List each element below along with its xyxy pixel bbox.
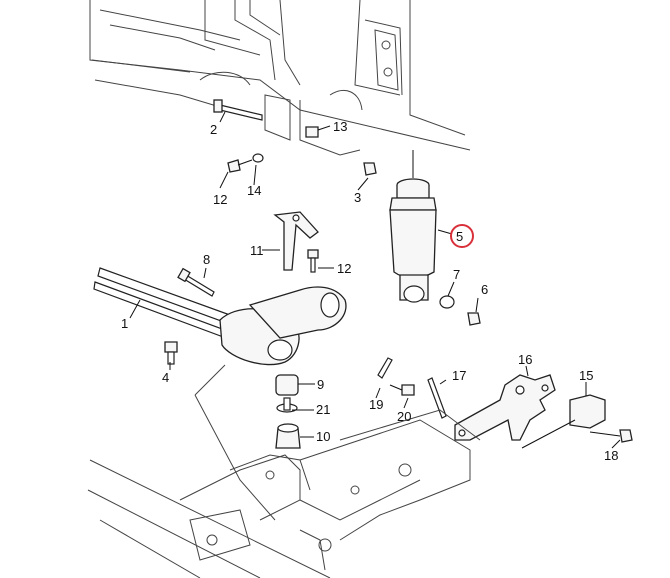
callout-2: 2 xyxy=(210,122,217,137)
callout-9: 9 xyxy=(317,377,324,392)
bracket-part-11 xyxy=(273,211,319,271)
axle-assembly xyxy=(93,267,347,366)
callout-3: 3 xyxy=(354,190,361,205)
bumpstop-stack xyxy=(275,374,301,449)
leader-lines xyxy=(129,111,621,449)
callout-5-highlight-ring xyxy=(450,224,474,248)
callout-14: 14 xyxy=(247,183,261,198)
callout-16: 16 xyxy=(518,352,532,367)
callout-6: 6 xyxy=(481,282,488,297)
shock-absorber-part-5 xyxy=(389,150,437,303)
callout-12-lower: 12 xyxy=(337,261,351,276)
callout-4: 4 xyxy=(162,370,169,385)
bolts xyxy=(164,99,633,443)
callout-15: 15 xyxy=(579,368,593,383)
stabilizer-links xyxy=(377,357,447,419)
sensor-bracket-part-16 xyxy=(454,374,556,441)
height-sensor-part-15 xyxy=(521,394,606,449)
callout-21: 21 xyxy=(316,402,330,417)
callouts: 1 2 3 4 5 6 7 8 9 10 11 12 12 13 14 15 1… xyxy=(121,119,618,463)
callout-12-upper: 12 xyxy=(213,192,227,207)
callout-13: 13 xyxy=(333,119,347,134)
callout-20: 20 xyxy=(397,409,411,424)
body-structure xyxy=(89,0,471,156)
callout-1: 1 xyxy=(121,316,128,331)
callout-8: 8 xyxy=(203,252,210,267)
callout-7: 7 xyxy=(453,267,460,282)
callout-11: 11 xyxy=(250,243,264,258)
callout-19: 19 xyxy=(369,397,383,412)
callout-10: 10 xyxy=(316,429,330,444)
callout-17: 17 xyxy=(452,368,466,383)
callout-5: 5 xyxy=(456,229,463,244)
callout-18: 18 xyxy=(604,448,618,463)
lower-frame-structure xyxy=(87,364,481,578)
